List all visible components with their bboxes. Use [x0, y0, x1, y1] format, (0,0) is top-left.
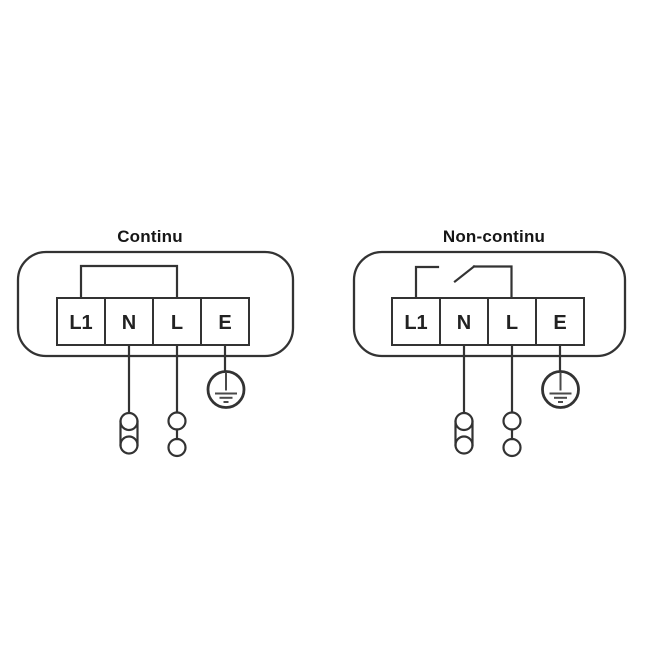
terminal-label-l1: L1	[69, 312, 92, 334]
earth-ground-icon	[541, 370, 580, 409]
link-connector-icon	[454, 411, 474, 455]
terminal-block: L1 N L E	[56, 297, 250, 346]
terminal-label-n: N	[457, 312, 471, 334]
chain-connector-icon	[167, 411, 187, 458]
switch-contact-icon	[414, 264, 513, 300]
enclosure-outline	[352, 250, 627, 358]
diagram-title-non-continu: Non-continu	[442, 227, 546, 246]
schematic-canvas: L1 N L E	[16, 250, 627, 458]
terminal-label-n: N	[122, 312, 136, 334]
terminal-label-l1: L1	[404, 312, 427, 334]
terminal-block: L1 N L E	[391, 297, 585, 346]
earth-ground-icon	[206, 370, 246, 409]
terminal-label-l: L	[506, 312, 518, 334]
terminal-cell-e	[200, 297, 250, 346]
jumper-wire	[79, 264, 179, 300]
switch-line-side	[472, 265, 513, 300]
diagram-continu: L1 N L E	[16, 250, 295, 458]
chain-connector-icon	[502, 411, 522, 458]
terminal-label-e: E	[553, 312, 566, 334]
terminal-cell-e	[535, 297, 585, 346]
terminal-cell-n	[104, 297, 154, 346]
switch-blade	[453, 264, 476, 284]
terminal-label-e: E	[218, 312, 231, 334]
diagram-title-continu: Continu	[117, 227, 183, 246]
switch-fixed-stub	[414, 265, 440, 300]
terminal-cell-l1	[56, 297, 106, 346]
enclosure-outline	[16, 250, 295, 358]
terminal-label-l: L	[171, 312, 183, 334]
terminal-cell-l	[487, 297, 537, 346]
link-connector-icon	[119, 411, 139, 455]
diagram-non-continu: L1 N L E	[352, 250, 627, 458]
